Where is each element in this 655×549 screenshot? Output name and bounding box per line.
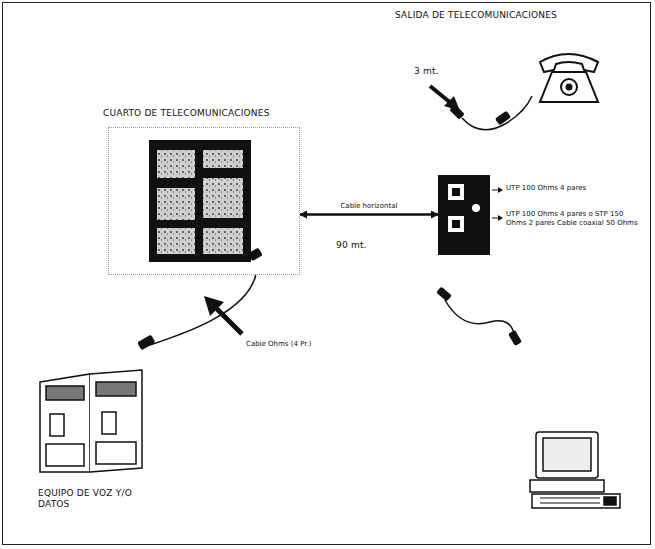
computer-icon [530,432,620,508]
edge-label: Cable horizontal [339,202,398,211]
room-region: CUARTO DE TELECOMUNICACIONES [108,127,300,275]
equipment-group: EQUIPO DE VOZ Y/O DATOS [30,360,160,535]
outlet-faceplate [438,172,508,257]
diagram-title: SALIDA DE TELECOMUNICACIONES [395,10,557,20]
cable-note: Cable Ohms (4 Pr.) [246,340,311,349]
horizontal-cable-arrow [300,213,438,216]
dimension-label: 90 mt. [336,240,367,250]
cable-type-label: UTP 100 Ohms 4 pares o STP 150 Ohms 2 pa… [506,210,638,228]
pointer-arrow [430,86,460,111]
dimension-label: 3 mt. [414,66,439,76]
cable-plug [137,335,155,351]
pointer-arrow [204,296,242,334]
phone-cord [449,96,532,130]
equipment-label: EQUIPO DE VOZ Y/O DATOS [38,488,148,510]
patch-cable [147,275,256,346]
telephone-icon [540,54,598,102]
computer-cord [436,286,522,346]
equipment-cabinets [30,360,160,480]
cable-type-label: UTP 100 Ohms 4 pares [506,184,638,193]
patch-panel [109,128,299,274]
telecom-outlet: UTP 100 Ohms 4 paresUTP 100 Ohms 4 pares… [438,172,643,257]
room-heading: CUARTO DE TELECOMUNICACIONES [103,108,270,118]
